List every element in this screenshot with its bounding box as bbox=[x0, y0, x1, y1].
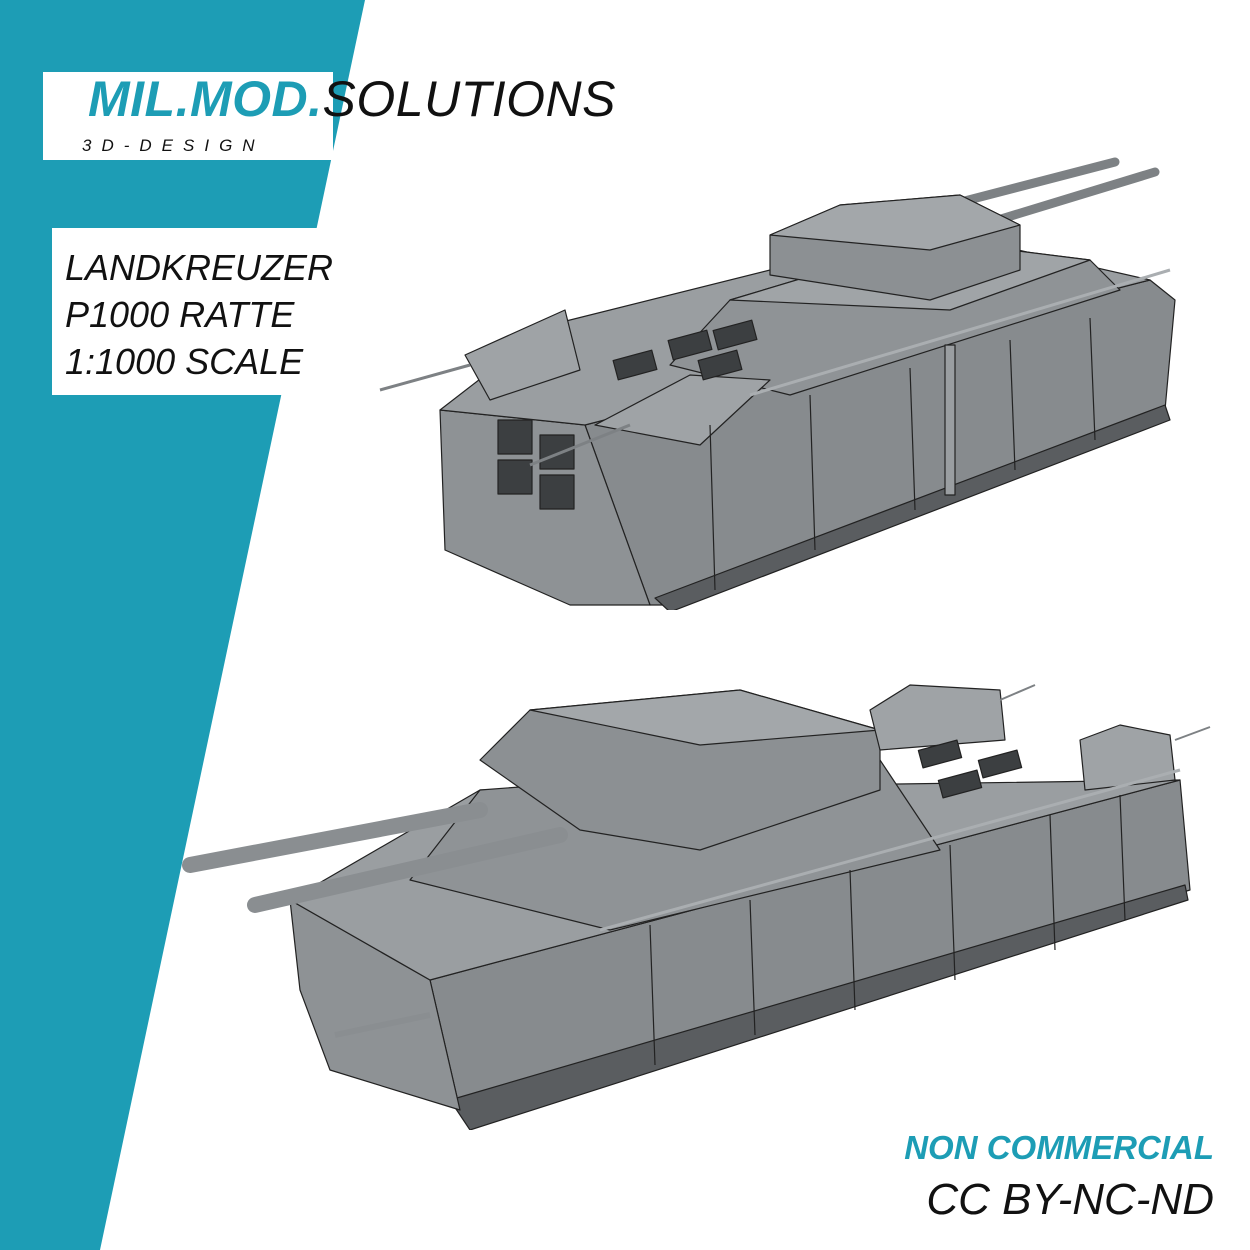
logo-subtitle: 3D-DESIGN bbox=[82, 136, 265, 155]
title-line-scale: 1:1000 SCALE bbox=[65, 341, 304, 382]
title-line-name: LANDKREUZER bbox=[65, 247, 334, 288]
title-panel bbox=[52, 228, 330, 395]
title-line-model: P1000 RATTE bbox=[65, 294, 295, 335]
logo-panel bbox=[43, 72, 333, 160]
tank-render-rear-view bbox=[379, 157, 1176, 610]
logo-brand: MIL.MOD. bbox=[88, 71, 323, 127]
logo-wordmark: MIL.MOD.SOLUTIONS bbox=[88, 74, 616, 124]
license-type: NON COMMERCIAL bbox=[904, 1129, 1214, 1166]
license-block: NON COMMERCIAL CC BY-NC-ND bbox=[904, 1128, 1214, 1228]
license-code: CC BY-NC-ND bbox=[926, 1175, 1214, 1224]
logo-name: SOLUTIONS bbox=[322, 71, 616, 127]
tank-render-front-view bbox=[182, 684, 1211, 1130]
model-title: LANDKREUZER P1000 RATTE 1:1000 SCALE bbox=[65, 244, 333, 385]
